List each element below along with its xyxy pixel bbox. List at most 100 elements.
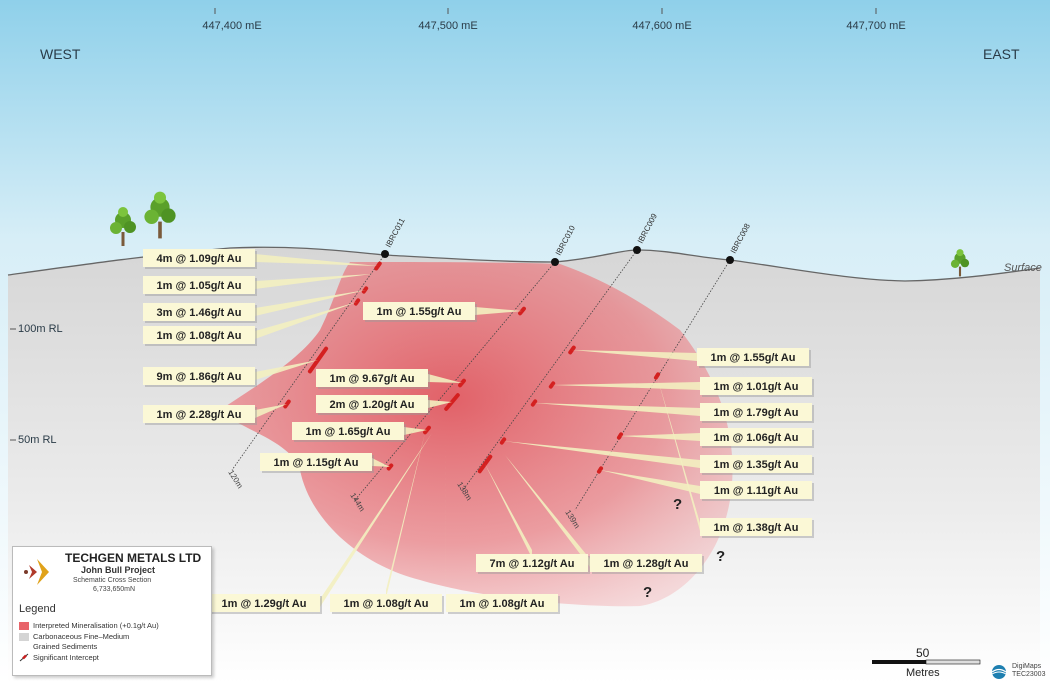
intercept-leader <box>503 441 700 468</box>
intercept-symbol-icon <box>19 653 29 662</box>
intercept-label: 2m @ 1.20g/t Au <box>330 399 415 411</box>
intercept-label: 4m @ 1.09g/t Au <box>157 253 242 265</box>
legend-title: Legend <box>19 603 56 615</box>
intercept-label-box <box>700 403 812 421</box>
intercept-labels: 4m @ 1.09g/t Au 1m @ 1.05g/t Au 3m @ 1.46g… <box>143 249 814 614</box>
intercept-label: 1m @ 9.67g/t Au <box>330 373 415 385</box>
intercept-leader <box>255 404 287 418</box>
intercept-label: 3m @ 1.46g/t Au <box>157 307 242 319</box>
credit-line: DigiMaps <box>1012 663 1042 670</box>
intercept-label: 1m @ 1.06g/t Au <box>714 432 799 444</box>
intercept-leader <box>534 403 700 416</box>
intercept-leader <box>320 433 432 607</box>
easting-label: 447,700 mE <box>846 20 906 32</box>
intercept-label-box <box>330 594 442 612</box>
intercept-segment <box>361 286 369 294</box>
intercept-label: 1m @ 1.79g/t Au <box>714 407 799 419</box>
intercept-label-box <box>208 594 320 612</box>
intercept-label-box <box>143 276 255 294</box>
intercept-leader <box>255 290 366 316</box>
intercept-label-box <box>700 428 812 446</box>
mineralisation-zone <box>220 262 733 607</box>
intercept-leader <box>255 274 372 289</box>
intercept-label: 1m @ 1.05g/t Au <box>157 280 242 292</box>
company-name: TECHGEN METALS LTD <box>65 551 202 565</box>
collar-marker <box>726 256 734 264</box>
scale-bar-black <box>872 660 926 664</box>
intercept-label: 1m @ 1.65g/t Au <box>306 426 391 438</box>
intercept-label: 1m @ 1.35g/t Au <box>714 459 799 471</box>
intercept-label-box <box>143 326 255 344</box>
intercept-label: 1m @ 1.08g/t Au <box>157 330 242 342</box>
intercept-label-box <box>700 518 812 536</box>
rl-label: 100m RL <box>18 323 63 335</box>
tree-icon <box>110 207 136 246</box>
mineralisation-swatch <box>19 621 29 630</box>
company-logo <box>24 559 49 585</box>
intercept-label: 1m @ 2.28g/t Au <box>157 409 242 421</box>
intercept-label-box <box>316 369 428 387</box>
credit: DigiMaps TEC23003 <box>1012 663 1045 679</box>
intercept-leader <box>428 374 462 383</box>
intercept-leader <box>404 427 427 435</box>
intercept-leader <box>572 350 697 361</box>
west-label: WEST <box>40 46 81 62</box>
surface-line <box>7 246 1041 282</box>
credit-line: TEC23003 <box>1012 671 1046 678</box>
intercept-leader <box>657 376 700 531</box>
legend-label: Grained Sediments <box>33 642 98 651</box>
surface-label: Surface <box>1004 262 1042 274</box>
scale-unit: Metres <box>906 667 940 679</box>
intercept-label: 1m @ 1.15g/t Au <box>274 457 359 469</box>
intercept-label-box <box>476 554 588 572</box>
easting-label: 447,500 mE <box>418 20 478 32</box>
intercept-label: 1m @ 1.08g/t Au <box>460 598 545 610</box>
intercept-leader <box>428 400 452 408</box>
intercept-label-box <box>363 302 475 320</box>
intercept-leader <box>475 307 522 315</box>
intercept-label: 1m @ 1.38g/t Au <box>714 522 799 534</box>
intercept-label: 1m @ 1.55g/t Au <box>377 306 462 318</box>
tree-icon <box>950 249 970 277</box>
tree-icon <box>144 191 176 239</box>
rl-label: 50m RL <box>18 434 57 446</box>
trees <box>110 191 970 277</box>
intercept-label: 1m @ 1.01g/t Au <box>714 381 799 393</box>
question-mark: ? <box>716 548 726 565</box>
intercept-leader <box>445 426 446 607</box>
legend-item-intercept: Significant Intercept <box>19 653 99 662</box>
intercept-label-box <box>700 377 812 395</box>
intercept-label: 1m @ 1.28g/t Au <box>604 558 689 570</box>
intercept-label: 7m @ 1.12g/t Au <box>490 558 575 570</box>
intercept-leader <box>255 302 357 339</box>
intercept-leaders <box>255 254 700 607</box>
question-mark: ? <box>643 584 653 601</box>
intercept-label-box <box>590 554 702 572</box>
scale-bar-white <box>925 659 981 665</box>
easting-label: 447,400 mE <box>202 20 262 32</box>
collar-marker <box>551 258 559 266</box>
easting-label: 447,600 mE <box>632 20 692 32</box>
intercept-label: 1m @ 1.55g/t Au <box>711 352 796 364</box>
intercept-label-box <box>700 455 812 473</box>
drillhole-trace <box>462 249 638 491</box>
legend-item-mineralisation: Interpreted Mineralisation (+0.1g/t Au) <box>19 621 159 630</box>
sediment-swatch <box>19 632 29 641</box>
scale-value: 50 <box>916 646 930 660</box>
intercept-label-box <box>260 453 372 471</box>
project-name: John Bull Project <box>81 565 156 575</box>
intercept-label-box <box>700 481 812 499</box>
question-mark: ? <box>673 496 683 513</box>
collar-marker <box>633 246 641 254</box>
intercept-leader <box>600 470 700 494</box>
intercept-label-box <box>316 395 428 413</box>
intercept-leader <box>255 254 378 266</box>
legend-label: Carbonaceous Fine–Medium <box>33 632 130 641</box>
section-type: Schematic Cross Section <box>73 577 152 584</box>
intercept-label-box <box>697 348 809 366</box>
intercept-label-box <box>143 367 255 385</box>
intercept-label: 9m @ 1.86g/t Au <box>157 371 242 383</box>
collar-marker <box>381 250 389 258</box>
